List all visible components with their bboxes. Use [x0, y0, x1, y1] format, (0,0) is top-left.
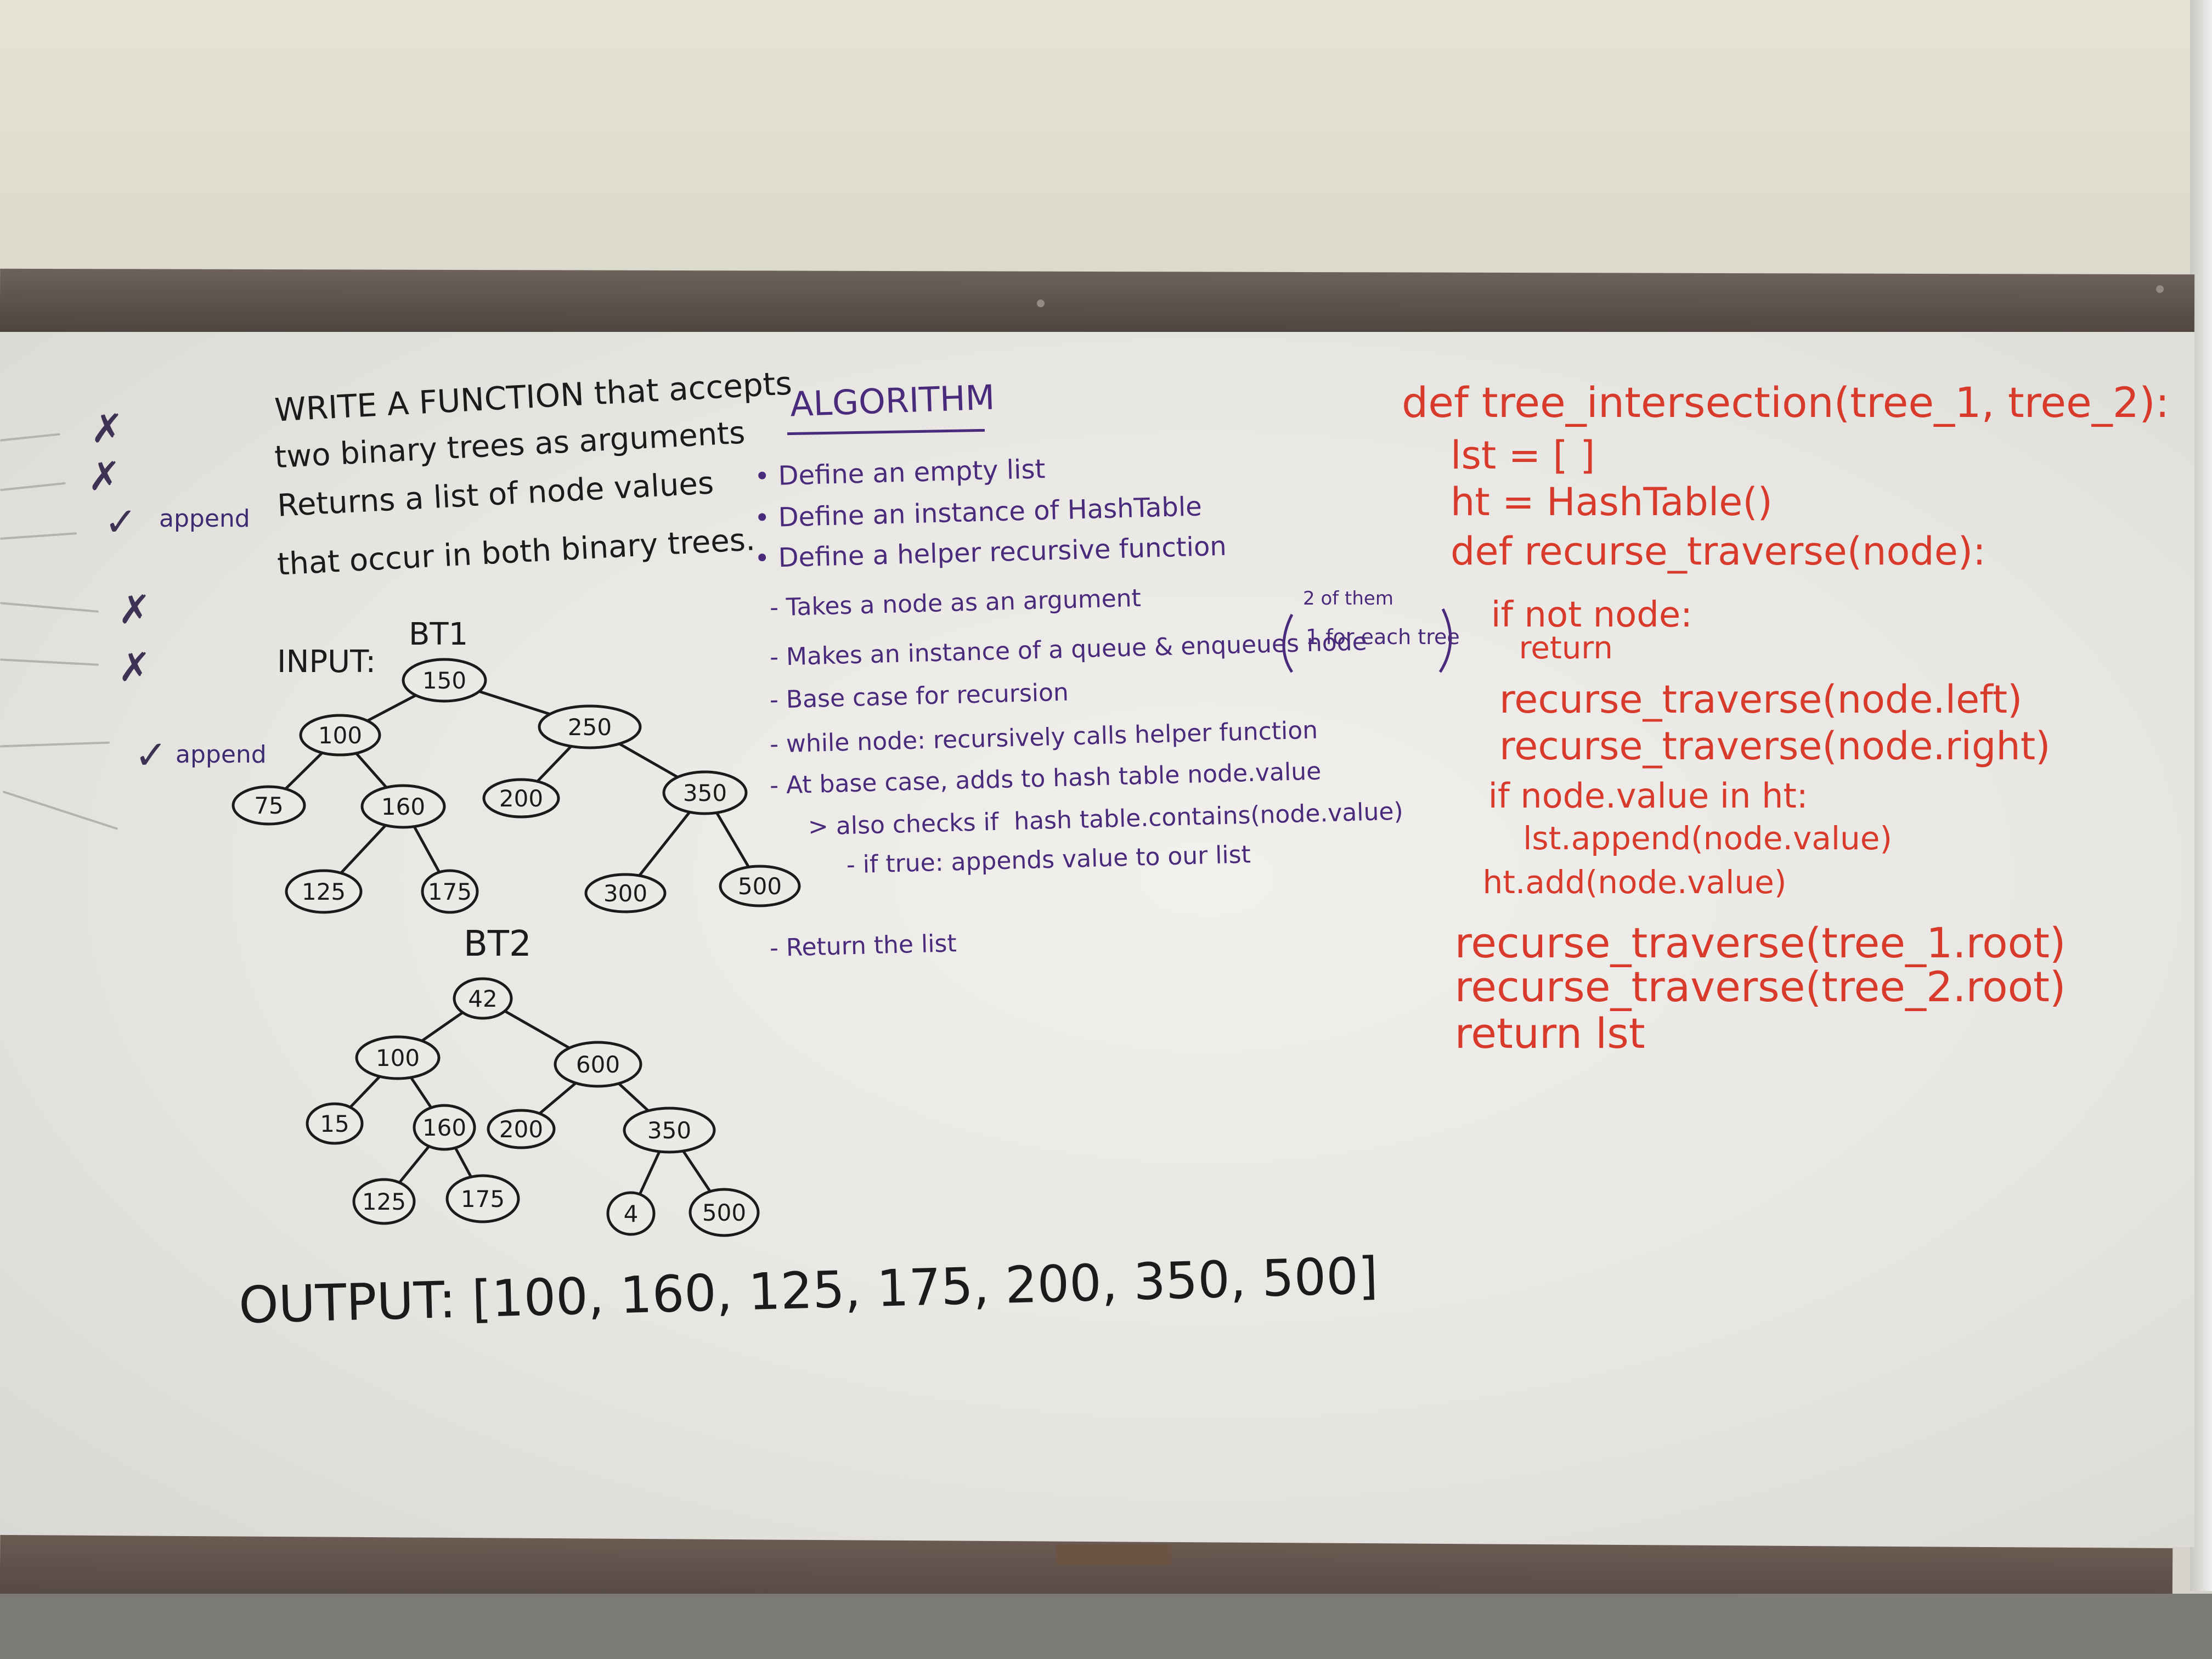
bt1-node [538, 704, 642, 749]
code-line: lst = [ ] [1402, 433, 1595, 478]
bt2-node [623, 1107, 716, 1154]
whiteboard [0, 332, 2194, 1547]
bt1-node [285, 869, 363, 914]
bt2-node-label: 125 [362, 1188, 406, 1215]
bt2-node [453, 977, 513, 1020]
bt2-node [689, 1188, 760, 1237]
code-line: ht.add(node.value) [1402, 864, 1787, 901]
tray-clip [1056, 1544, 1171, 1565]
code-line: recurse_traverse(tree_2.root) [1402, 962, 2066, 1011]
bt1-node [421, 869, 479, 914]
code-line: if not node: [1402, 595, 1692, 635]
mark-note: append [159, 505, 250, 533]
bt2-node-label: 100 [376, 1045, 420, 1071]
code-line: lst.append(node.value) [1402, 820, 1893, 857]
bt2-node [606, 1191, 656, 1236]
code-line: recurse_traverse(node.right) [1402, 724, 2051, 769]
bt1-node-label: 75 [254, 792, 283, 819]
bt1-node-label: 300 [603, 880, 647, 907]
bt1-node [719, 865, 801, 907]
bt1-label: BT1 [409, 617, 469, 652]
bt2-node-label: 175 [461, 1186, 505, 1212]
bt1-node-label: 150 [422, 667, 466, 694]
side-note-brackets [1282, 608, 1452, 673]
side-note: 2 of them [1303, 588, 1393, 610]
code-line: return [1402, 630, 1613, 666]
cross-mark: ✗ [118, 644, 151, 690]
bt2-node-label: 160 [422, 1114, 466, 1141]
bt2-node [554, 1041, 642, 1088]
floor [0, 1594, 2212, 1659]
mark-note: append [176, 741, 267, 769]
code-line: ht = HashTable() [1402, 479, 1773, 524]
side-note: 1 for each tree [1306, 625, 1460, 649]
code-line: def recurse_traverse(node): [1402, 529, 1986, 574]
cross-mark: ✗ [118, 586, 151, 633]
bt2-node-label: 600 [576, 1051, 620, 1078]
bt1-node-label: 100 [318, 722, 362, 749]
bt1-node-label: 200 [499, 785, 543, 812]
bt1-node-label: 500 [738, 873, 782, 900]
bt1-node [402, 658, 487, 703]
code-line: recurse_traverse(node.left) [1402, 677, 2023, 722]
bt2-node-label: 200 [499, 1116, 543, 1143]
algorithm-title: ALGORITHM [789, 377, 996, 425]
code-line: if node.value in ht: [1402, 776, 1808, 816]
code-line: return lst [1402, 1009, 1645, 1058]
bt1-node-label: 160 [381, 793, 425, 820]
bt1-node [360, 784, 446, 829]
bt1-node [662, 770, 748, 815]
cross-mark: ✗ [88, 453, 121, 499]
bt2-node [355, 1035, 441, 1080]
rail-screw [1037, 300, 1045, 307]
bt2-node-label: 500 [702, 1199, 746, 1226]
code-line: recurse_traverse(tree_1.root) [1402, 918, 2066, 967]
code-line: def tree_intersection(tree_1, tree_2): [1402, 378, 2170, 427]
bt2-node [352, 1178, 416, 1225]
bt2-node-label: 350 [647, 1117, 691, 1144]
bt2-node [487, 1109, 556, 1149]
check-mark: ✓ [134, 732, 168, 778]
rail-screw [2156, 285, 2164, 293]
bt2-node-label: 4 [624, 1200, 639, 1227]
cross-mark: ✗ [91, 405, 124, 452]
bt2-node-label: 15 [320, 1110, 349, 1137]
bt1-node-label: 175 [428, 878, 472, 905]
bt1-node-label: 125 [302, 878, 346, 905]
bt2-label: BT2 [464, 924, 532, 964]
bt1-node [232, 785, 306, 826]
input-label: INPUT: [277, 644, 376, 680]
bt1-node [299, 714, 381, 757]
bt1-node-label: 350 [683, 780, 727, 806]
bt2-node [445, 1174, 520, 1223]
bt1-node [482, 778, 560, 819]
bt1-node [584, 873, 667, 913]
bt1-node-label: 250 [568, 714, 612, 741]
algorithm-step: - Return the list [754, 929, 957, 963]
bt2-node [306, 1102, 364, 1145]
check-mark: ✓ [104, 499, 138, 545]
bt2-node [413, 1104, 476, 1151]
bt2-node-label: 42 [468, 985, 497, 1012]
wall [0, 0, 2212, 285]
